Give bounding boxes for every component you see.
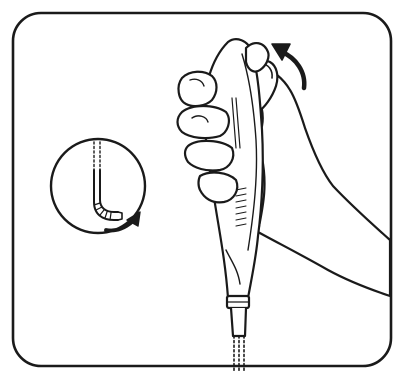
hand-icon [247, 61, 390, 296]
insertion-tube-icon [227, 296, 249, 372]
